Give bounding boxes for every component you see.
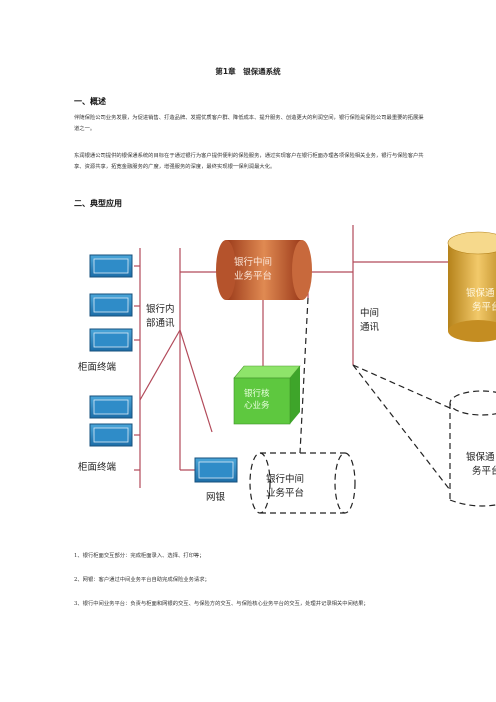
bank-middle-platform-label: 银行中间 业务平台 [234, 256, 275, 282]
bank-internal-bus [134, 225, 448, 488]
online-banking-terminal [194, 457, 238, 483]
note-3: 3、银行中间业务平台：负责与柜面和网银的交互、与保险方的交互、与保险核心业务平台… [74, 601, 369, 607]
yinbaotong-platform-label: 银保通 务平台 [466, 287, 496, 313]
middle-comm-label: 中间 通讯 [360, 307, 382, 333]
online-banking-label: 网银 [206, 491, 226, 503]
dashed-bank-middle-platform [249, 452, 356, 514]
dashed-link-2 [352, 364, 451, 491]
overview-paragraph-2: 东润银通公司提供的银保通系统的目标在于通过银行为客户提供便利的保险服务，通过实现… [74, 153, 424, 170]
yinbaotong-platform-cylinder [447, 231, 496, 342]
bank-core-label: 银行核 心业务 [244, 388, 272, 411]
bank-middle-platform-dashed-label: 银行中间 业务平台 [266, 473, 307, 499]
bank-core-cube [233, 365, 301, 425]
bank-internal-comm-label: 银行内 部通讯 [146, 303, 178, 329]
bank-middle-platform-cylinder [216, 240, 312, 300]
note-1: 1、银行柜面交互部分：完成柜面录入、选择、打印等； [74, 553, 205, 559]
terminal-group-top [89, 254, 133, 352]
counter-terminal-label-2: 柜面终端 [78, 461, 117, 473]
dashed-link-3 [352, 364, 451, 409]
counter-terminal-label-1: 柜面终端 [78, 361, 117, 373]
terminal-group-bottom [89, 395, 133, 447]
dashed-link-1 [299, 297, 309, 454]
typical-application-heading: 二、典型应用 [74, 199, 122, 208]
note-2: 2、网银：客户通过中间业务平台自助完成保险业务请求； [74, 577, 210, 583]
overview-heading: 一、概述 [74, 97, 106, 106]
chapter-title: 第1章 银保通系统 [215, 67, 281, 76]
yinbaotong-platform-dashed-label: 银保通 务平台 [466, 451, 496, 477]
overview-paragraph-1: 伴随保险公司业务发展，为促进销售、打造品牌、发掘优质客户群、降低成本、提升服务、… [74, 115, 424, 132]
dashed-yinbaotong-platform [449, 390, 496, 507]
